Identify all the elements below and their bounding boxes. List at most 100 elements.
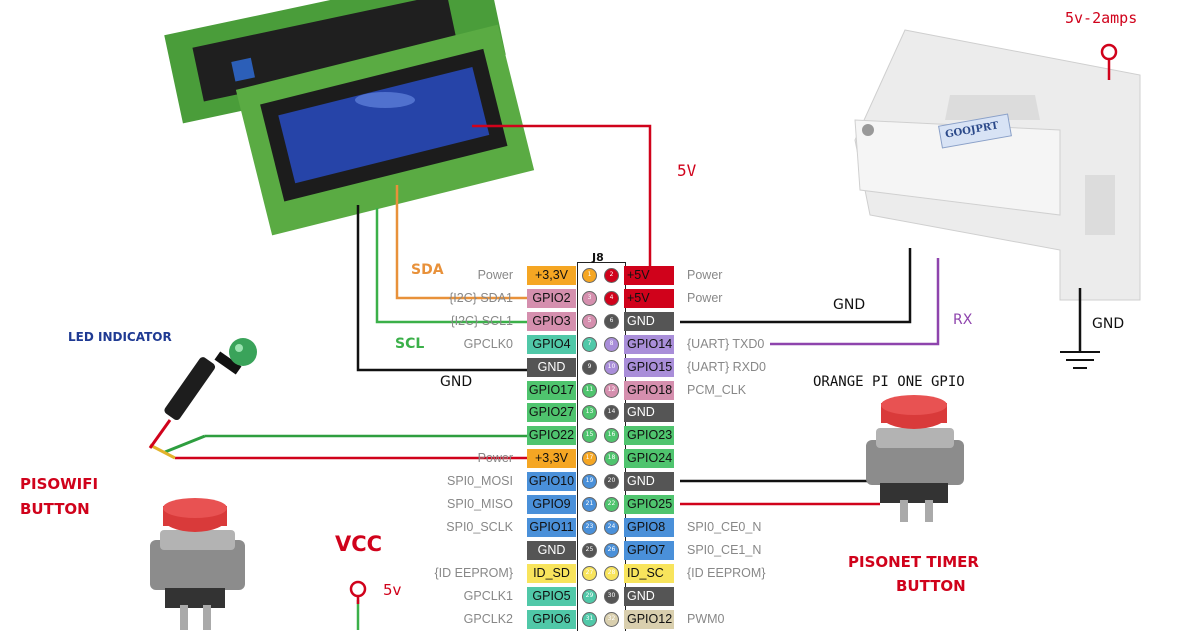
pisowifi-heading-line1: PISOWIFI [20,475,99,493]
earth-gnd-label: GND [1092,316,1125,332]
pin-number-pad: 23 [582,520,597,535]
pin-left-label: GPIO3 [527,312,576,331]
pin-number-pad: 5 [582,314,597,329]
pin-number-pad: 6 [604,314,619,329]
pin-number-pad: 7 [582,337,597,352]
pin-number-pad: 16 [604,428,619,443]
pin-number-pad: 21 [582,497,597,512]
pin-right-label: +5V [624,289,674,308]
power-supply-label: 5v-2amps [1065,9,1138,27]
pin-right-description: SPI0_CE0_N [687,520,762,534]
pin-right-label: GPIO12 [624,610,674,629]
pin-left-label: GPIO10 [527,472,576,491]
pin-right-description: {ID EEPROM} [687,566,766,580]
pin-number-pad: 27 [582,566,597,581]
pin-number-pad: 8 [604,337,619,352]
pin-left-label: GPIO2 [527,289,576,308]
pin-left-label: GPIO4 [527,335,576,354]
pin-right-description: Power [687,268,723,282]
pisonet-heading-line2: BUTTON [896,577,966,595]
lcd-gnd-label: GND [440,374,473,390]
pin-right-label: GPIO25 [624,495,674,514]
pin-right-label: +5V [624,266,674,285]
pin-number-pad: 31 [582,612,597,627]
pin-right-label: GPIO23 [624,426,674,445]
pin-right-label: GPIO24 [624,449,674,468]
pin-number-pad: 15 [582,428,597,443]
power-terminal-icon [1100,43,1118,80]
pin-number-pad: 11 [582,383,597,398]
pin-left-description: Power [477,268,513,282]
printer-gnd-label: GND [833,297,866,313]
pin-left-label: +3,3V [527,266,576,285]
pin-left-description: {ID EEPROM} [434,566,514,580]
pin-number-pad: 10 [604,360,619,375]
pin-number-pad: 18 [604,451,619,466]
header-top-fragment: J8 [592,251,604,264]
sda-label: SDA [411,262,444,278]
pin-left-label: GPIO11 [527,518,576,537]
pin-left-description: Power [477,451,513,465]
wire-printer-rx [770,258,940,346]
pin-left-label: ID_SD [527,564,576,583]
pin-left-label: GPIO17 [527,381,576,400]
pin-left-description: SPI0_MOSI [447,474,513,488]
pin-number-pad: 20 [604,474,619,489]
pin-number-pad: 3 [582,291,597,306]
pin-left-label: GND [527,541,576,560]
ground-symbol-icon [1060,351,1100,369]
pin-number-pad: 24 [604,520,619,535]
wire-lcd-gnd [356,205,529,372]
printer-rx-label: RX [953,312,973,328]
led-indicator-image [148,338,257,460]
pin-number-pad: 14 [604,405,619,420]
pin-right-label: GND [624,472,674,491]
pisonet-button-image [866,395,964,522]
pin-right-label: GPIO15 [624,358,674,377]
pin-number-pad: 13 [582,405,597,420]
pin-left-label: +3,3V [527,449,576,468]
vcc-terminal-icon [349,580,367,604]
pin-number-pad: 30 [604,589,619,604]
pin-left-description: SPI0_MISO [447,497,513,511]
pin-left-label: GPIO6 [527,610,576,629]
pin-right-label: GPIO14 [624,335,674,354]
vcc-heading: VCC [335,532,383,556]
pin-left-description: {I2C} SDA1 [449,291,513,305]
pin-right-description: PCM_CLK [687,383,747,397]
pin-number-pad: 29 [582,589,597,604]
pin-left-label: GPIO27 [527,403,576,422]
wire-printer-gnd [680,248,912,324]
pin-number-pad: 12 [604,383,619,398]
orange-pi-heading: ORANGE PI ONE GPIO [813,374,965,390]
wires [175,124,1082,630]
pin-left-label: GPIO5 [527,587,576,606]
pin-left-description: {I2C} SCL1 [450,314,513,328]
pin-number-pad: 26 [604,543,619,558]
pin-left-label: GND [527,358,576,377]
led-indicator-heading: LED INDICATOR [68,330,172,344]
pin-right-description: Power [687,291,723,305]
pin-right-description: PWM0 [687,612,725,626]
lcd-module-image [164,0,535,236]
pisowifi-heading-line2: BUTTON [20,500,90,518]
pin-right-label: GND [624,403,674,422]
pin-left-label: GPIO9 [527,495,576,514]
pin-left-label: GPIO22 [527,426,576,445]
pin-right-description: {UART} RXD0 [687,360,766,374]
scl-label: SCL [395,336,425,352]
pisowifi-button-image [150,498,245,630]
pin-number-pad: 25 [582,543,597,558]
pin-right-label: GPIO7 [624,541,674,560]
pin-number-pad: 1 [582,268,597,283]
pin-left-description: GPCLK2 [463,612,513,626]
pin-number-pad: 19 [582,474,597,489]
pin-number-pad: 17 [582,451,597,466]
pin-number-pad: 28 [604,566,619,581]
pin-number-pad: 9 [582,360,597,375]
pin-number-pad: 32 [604,612,619,627]
pin-right-label: GND [624,312,674,331]
pin-right-description: SPI0_CE1_N [687,543,762,557]
pisonet-heading-line1: PISONET TIMER [848,553,979,571]
